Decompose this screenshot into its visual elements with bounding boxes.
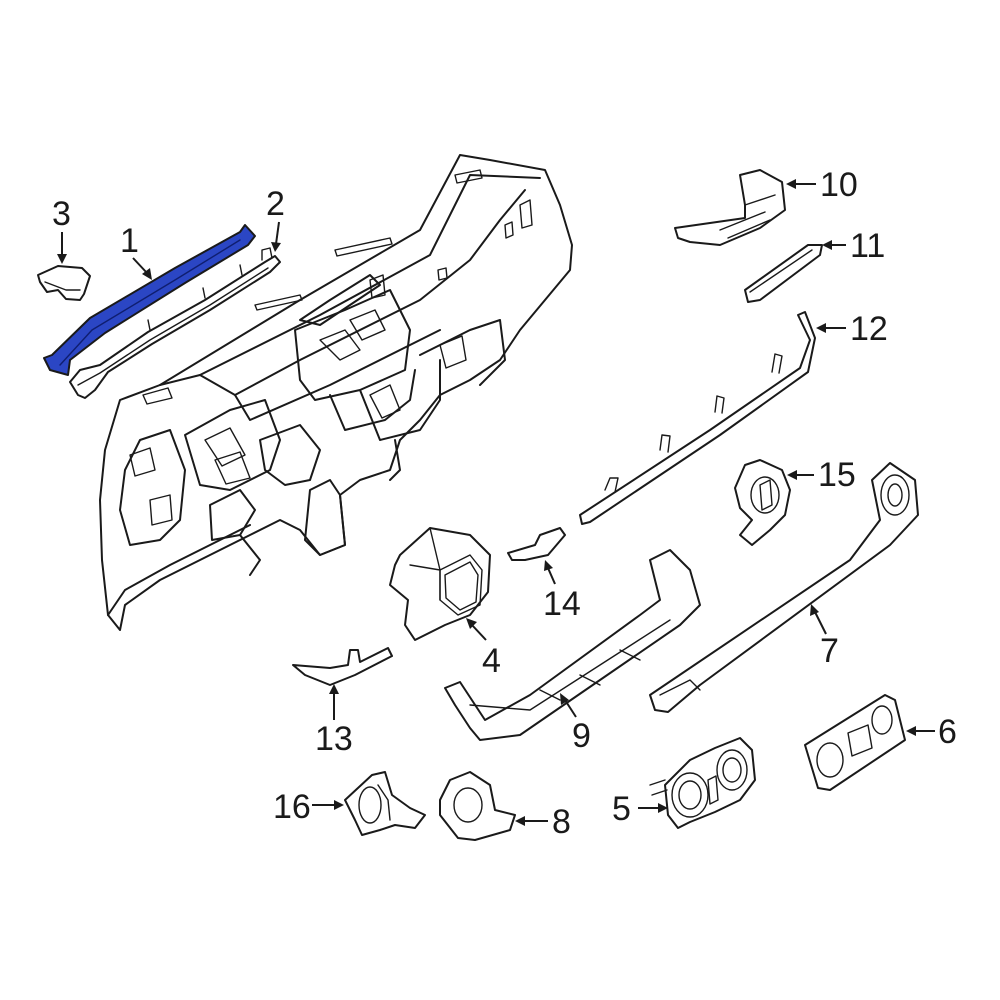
part-4-instrument-bezel xyxy=(389,527,491,641)
callout-4-label: 4 xyxy=(482,642,501,680)
callout-7-label: 7 xyxy=(820,632,839,670)
callout-14-label: 14 xyxy=(543,585,581,623)
part-9-lower-dash-trim xyxy=(444,549,701,741)
part-12-long-molding xyxy=(579,311,816,525)
part-10-trim-bracket xyxy=(674,169,786,246)
callout-8-label: 8 xyxy=(552,803,571,841)
callout-3-label: 3 xyxy=(52,195,71,233)
callout-5-label: 5 xyxy=(612,790,631,828)
part-3-end-cap xyxy=(37,265,91,301)
callout-9-label: 9 xyxy=(572,717,591,755)
callout-15-label: 15 xyxy=(818,456,856,494)
callout-6-label: 6 xyxy=(938,713,957,751)
part-13-trim-piece xyxy=(292,647,393,686)
callout-10-label: 10 xyxy=(820,166,858,204)
part-16-switch-housing xyxy=(344,771,426,836)
callout-11-label: 11 xyxy=(850,227,885,265)
part-8-vent-bezel xyxy=(439,771,516,841)
callout-12-label: 12 xyxy=(850,310,888,348)
part-15-headlamp-switch xyxy=(734,459,791,546)
part-2-molding-strip xyxy=(69,247,281,399)
part-7-right-trim-panel xyxy=(649,462,919,713)
part-5-climate-control-panel xyxy=(649,737,756,829)
callout-13-label: 13 xyxy=(315,720,353,758)
part-6-switch-panel xyxy=(804,694,906,791)
part-14-small-bracket xyxy=(507,527,566,561)
part-11-trim-strip xyxy=(744,244,823,303)
callout-1-label: 1 xyxy=(120,222,139,260)
callout-2-label: 2 xyxy=(266,185,285,223)
dashboard-assembly xyxy=(99,154,573,631)
callout-labels: 1 2 3 4 5 6 7 8 9 10 xyxy=(52,166,957,841)
callout-16-label: 16 xyxy=(273,788,311,826)
part-1-top-trim-panel xyxy=(43,224,256,376)
